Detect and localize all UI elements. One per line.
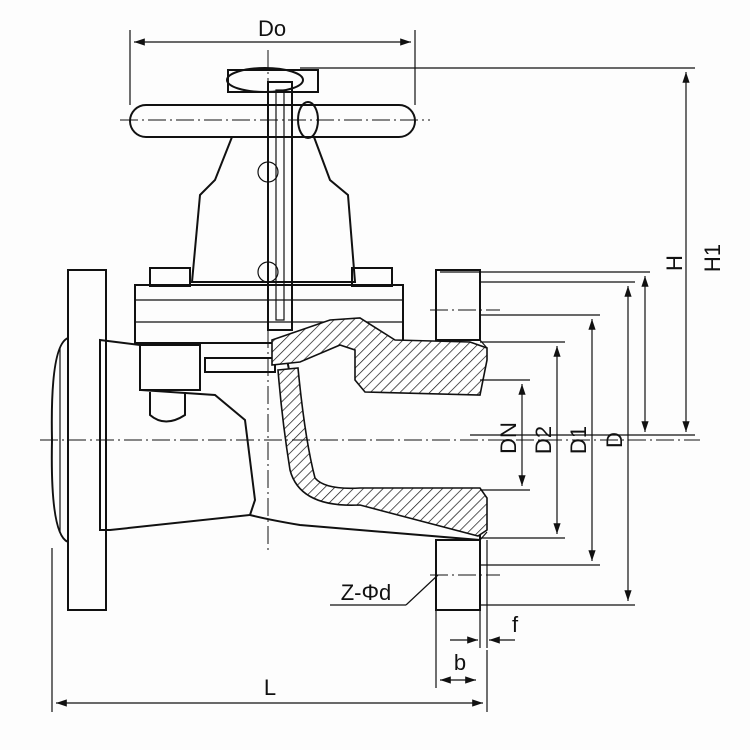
label-d2: D2	[531, 426, 556, 454]
dim-h: H H1	[300, 67, 725, 436]
dim-b: b	[435, 610, 476, 688]
label-dn: DN	[496, 422, 521, 454]
label-d1: D1	[566, 426, 591, 454]
handwheel	[129, 67, 416, 139]
ptfe-lining	[271, 317, 488, 537]
label-do: Do	[258, 16, 286, 41]
dim-bolt-holes: Z-Φd	[330, 574, 439, 606]
dim-l: L	[51, 548, 488, 712]
dim-f: f	[450, 540, 519, 648]
label-h1: H1	[700, 244, 725, 272]
label-f: f	[512, 612, 519, 637]
dim-diameters: DN D2 D1 D	[480, 281, 635, 606]
label-d: D	[602, 432, 627, 448]
label-h: H	[662, 255, 687, 271]
label-l: L	[264, 675, 276, 700]
center-lines	[40, 50, 700, 576]
label-z-phi-d: Z-Φd	[341, 580, 392, 605]
bonnet	[190, 81, 357, 331]
label-b: b	[454, 650, 466, 675]
